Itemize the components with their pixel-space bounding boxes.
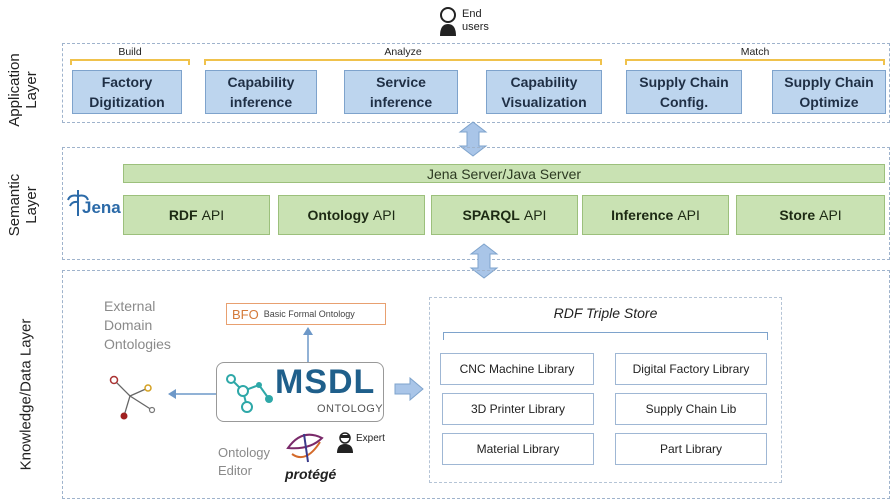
material-library: Material Library	[442, 433, 594, 465]
build-label: Build	[118, 46, 142, 58]
rdf-triple-store	[429, 297, 782, 483]
supply-chain-lib: Supply Chain Lib	[615, 393, 767, 425]
user-icon	[440, 7, 456, 36]
part-library: Part Library	[615, 433, 767, 465]
cnc-machine-library: CNC Machine Library	[440, 353, 594, 385]
external-ontologies-label: External Domain Ontologies	[104, 298, 171, 352]
bfo-box: BFO Basic Formal Ontology	[226, 303, 386, 325]
digital-factory-library: Digital Factory Library	[615, 353, 767, 385]
knowledge-layer-label: Knowledge/Data Layer	[17, 318, 35, 471]
analyze-bracket	[204, 59, 602, 65]
arrow-up-icon	[303, 327, 313, 363]
triple-store-title: RDF Triple Store	[553, 305, 658, 321]
expert-icon	[337, 432, 353, 453]
analyze-label: Analyze	[384, 46, 422, 58]
application-layer	[62, 43, 890, 123]
arrow-left-icon	[168, 389, 218, 399]
expert-label: Expert	[356, 433, 385, 444]
protege-logo-icon	[286, 433, 324, 463]
msdl-subtitle: ONTOLOGY	[317, 403, 384, 415]
jena-feather-icon	[67, 190, 89, 216]
semantic-layer	[62, 147, 890, 260]
application-layer-label: Application Layer	[6, 53, 40, 127]
double-arrow-icon	[469, 243, 499, 279]
end-users: End users	[438, 6, 508, 40]
ontology-editor-label: Ontology Editor	[218, 445, 271, 478]
build-bracket	[70, 59, 190, 65]
graph-network-icon	[109, 375, 156, 420]
msdl-title: MSDL	[275, 363, 376, 401]
triple-store-bracket	[443, 332, 768, 340]
end-users-label: End users	[462, 8, 489, 33]
3d-printer-library: 3D Printer Library	[442, 393, 594, 425]
arrow-right-icon	[394, 377, 424, 401]
match-label: Match	[740, 46, 770, 58]
jena-server-bar: Jena Server/Java Server	[123, 164, 885, 183]
semantic-layer-label: Semantic Layer	[6, 173, 40, 237]
molecule-icon	[226, 374, 273, 413]
jena-logo: Jena	[66, 188, 122, 220]
match-bracket	[625, 59, 885, 65]
msdl-ontology-box: MSDL ONTOLOGY	[216, 362, 384, 422]
protege-label: protégé	[285, 466, 337, 482]
